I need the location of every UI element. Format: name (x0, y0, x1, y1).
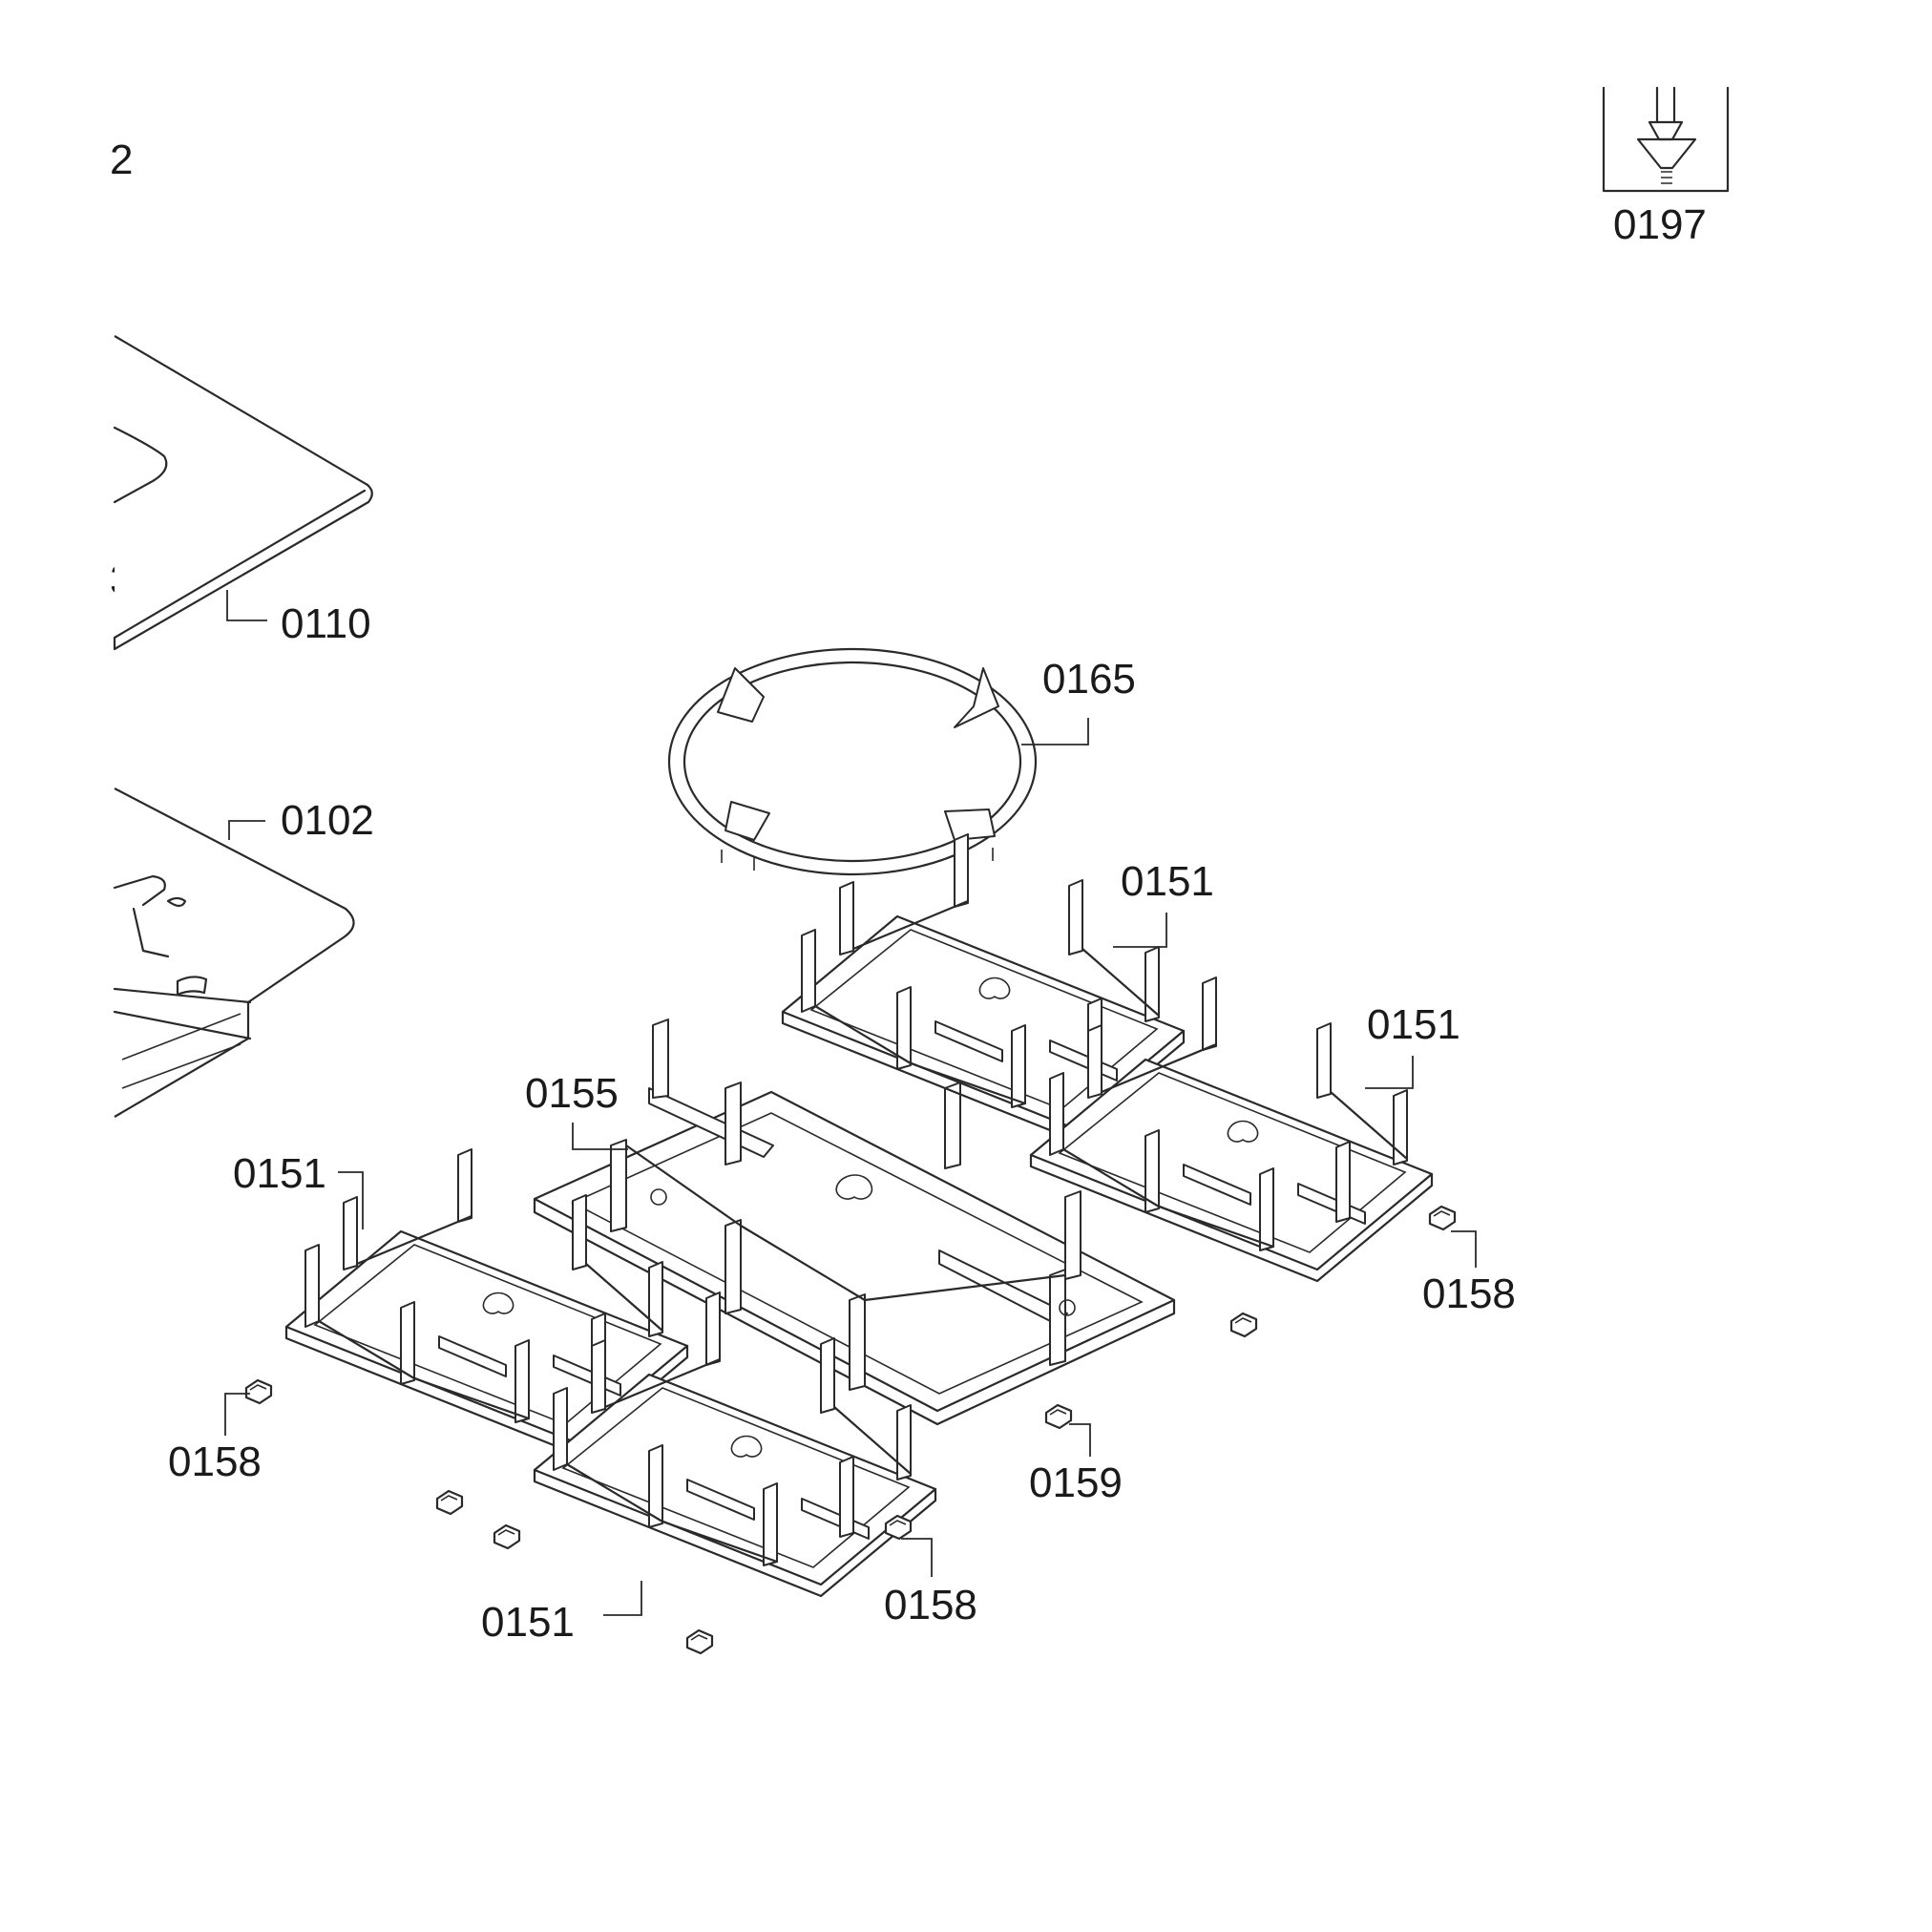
leader-0110 (226, 590, 267, 621)
leader-0151-a (1113, 913, 1167, 948)
label-0158-c: 0158 (1422, 1270, 1516, 1317)
part-0165-wok-ring (667, 647, 1038, 876)
foot-0158-center (1229, 1312, 1258, 1338)
foot-0158-mid (493, 1523, 521, 1550)
leader-0158-c (1451, 1230, 1477, 1268)
leader-0158-b (901, 1538, 933, 1577)
label-0165: 0165 (1042, 656, 1136, 703)
label-0151-b: 0151 (1367, 1001, 1460, 1048)
label-0155: 0155 (525, 1070, 619, 1117)
label-0102: 0102 (281, 797, 374, 844)
foot-0158-right (1428, 1205, 1457, 1231)
leader-0151-b (1365, 1056, 1414, 1089)
leader-0155 (572, 1123, 628, 1150)
edge-label-2: 2 (110, 136, 133, 183)
leader-0151-d (603, 1581, 642, 1616)
leader-0159 (1069, 1423, 1091, 1457)
foot-0159 (1044, 1403, 1073, 1430)
leader-0151-c (338, 1171, 364, 1229)
part-0155-center-grid (533, 1018, 1176, 1426)
leader-0158-a (224, 1393, 250, 1436)
label-0158-b: 0158 (884, 1582, 977, 1628)
foot-0158-bottom (685, 1628, 714, 1655)
part-0102-hob-body (113, 788, 355, 1118)
foot-0158-left (244, 1378, 273, 1405)
inset-0197-tool (1602, 86, 1730, 193)
leader-0102 (228, 820, 265, 840)
label-0151-c: 0151 (233, 1150, 326, 1197)
label-0158-a: 0158 (168, 1438, 262, 1485)
label-0151-a: 0151 (1121, 858, 1214, 905)
part-0110-top-plate (113, 335, 373, 651)
leader-0165 (1021, 718, 1089, 746)
label-0159: 0159 (1029, 1460, 1123, 1506)
label-0151-d: 0151 (481, 1599, 575, 1646)
label-0197: 0197 (1613, 201, 1707, 248)
foot-0158-left-2 (435, 1489, 464, 1516)
label-0110: 0110 (281, 600, 371, 647)
